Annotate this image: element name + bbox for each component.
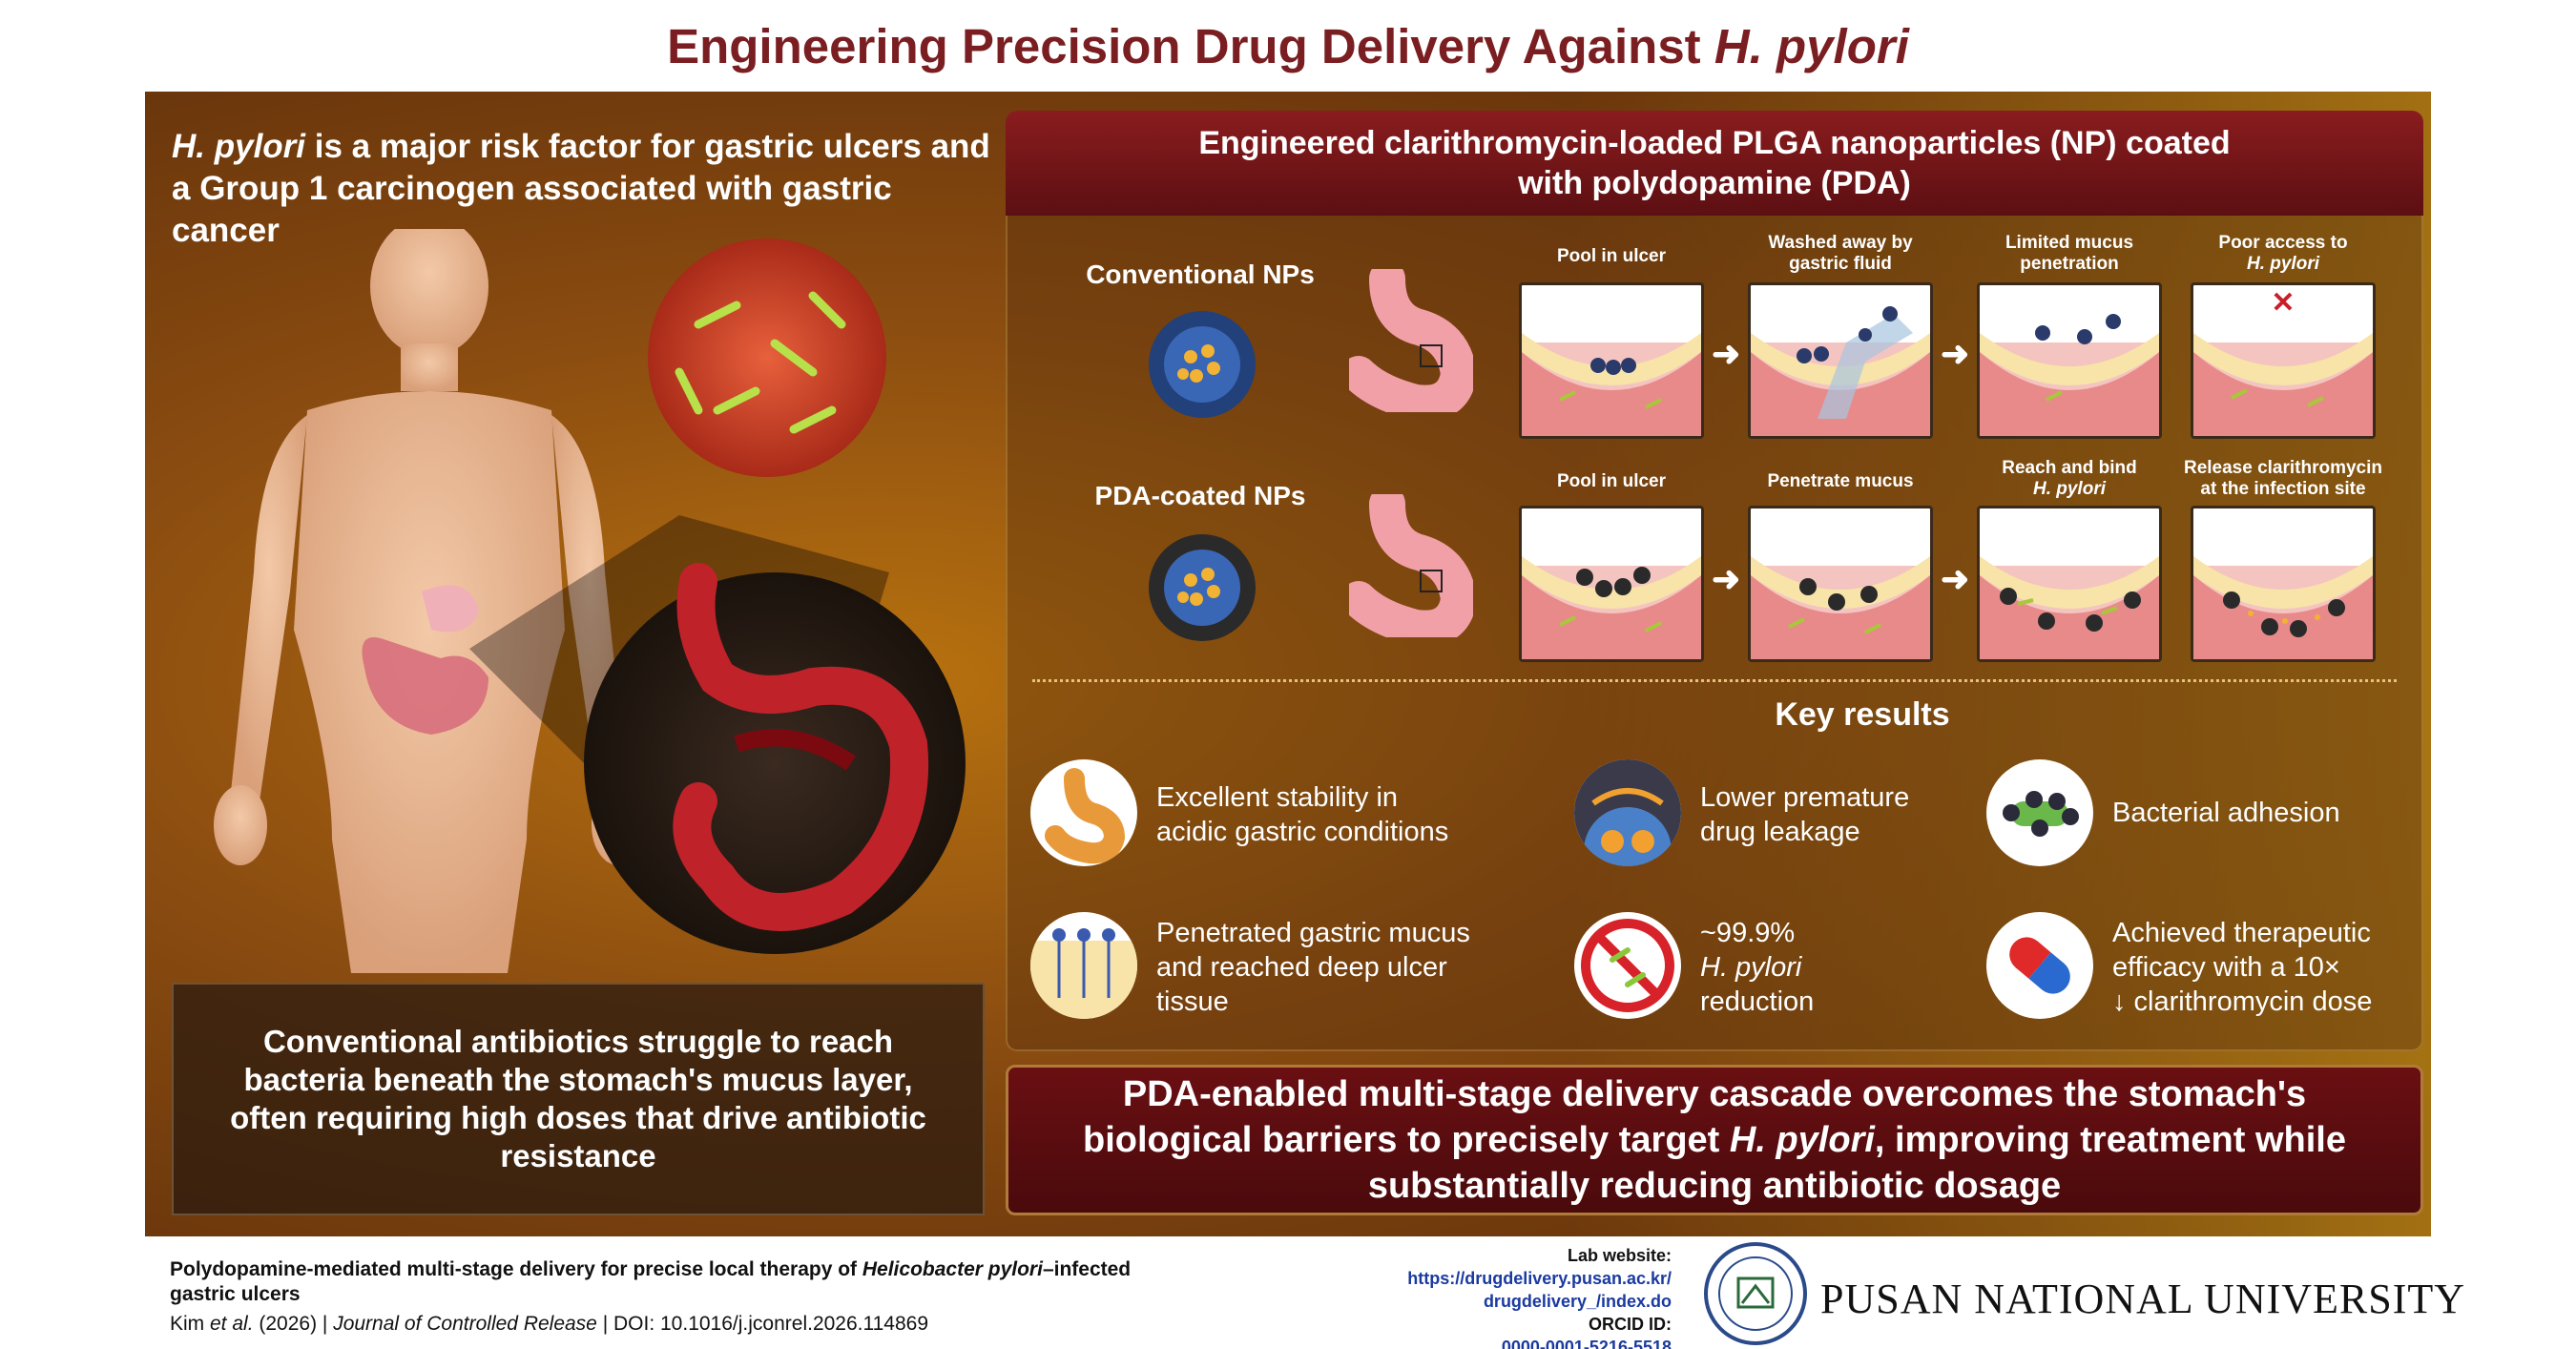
lab-website-link[interactable]: https://drugdelivery.pusan.ac.kr/: [1407, 1269, 1672, 1288]
pda-stage-2-label: Penetrate mucus: [1767, 471, 1914, 491]
stomach-stability-icon: [1030, 759, 1137, 866]
conclusion-box: PDA-enabled multi-stage delivery cascade…: [1006, 1065, 2423, 1215]
conv-stage-2-panel: [1748, 282, 1933, 439]
pda-stage-1-label: Pool in ulcer: [1556, 471, 1667, 491]
lab-website-link-cont[interactable]: drugdelivery_/index.do: [1483, 1292, 1672, 1311]
arrow-icon: ➜: [1712, 334, 1741, 373]
svg-text:✕: ✕: [2271, 287, 2295, 319]
arrow-icon: ➜: [1941, 559, 1970, 598]
arrow-icon: ➜: [1941, 334, 1970, 373]
mucus-penetration-icon: [1030, 912, 1137, 1019]
poster: Engineering Precision Drug Delivery Agai…: [145, 0, 2431, 1236]
page-title: Engineering Precision Drug Delivery Agai…: [667, 18, 1909, 73]
stomach-icon-conventional: [1349, 269, 1473, 412]
university-seal-icon: [1704, 1242, 1807, 1345]
intro-text: H. pylori is a major risk factor for gas…: [172, 128, 990, 249]
citation-line: Kim et al. (2026) | Journal of Controlle…: [170, 1313, 929, 1335]
conventional-np-label: Conventional NPs: [1086, 259, 1315, 289]
conv-stage-1-label: Pool in ulcer: [1556, 246, 1667, 266]
drug-leakage-icon: [1574, 759, 1681, 866]
stomach-icon-pda: [1349, 494, 1473, 637]
conv-stage-1-panel: [1519, 282, 1704, 439]
human-body-illustration: [214, 229, 966, 973]
mechanism-header: Engineered clarithromycin-loaded PLGA na…: [1006, 111, 2423, 216]
capsule-icon: [1986, 912, 2093, 1019]
pda-stage-2-panel: [1748, 506, 1933, 662]
conclusion-text: PDA-enabled multi-stage delivery cascade…: [1082, 1074, 2346, 1206]
lab-website-label: Lab website:: [1567, 1246, 1672, 1265]
conv-stage-4-panel: ✕: [2191, 282, 2376, 439]
pda-stage-4-panel: [2191, 506, 2376, 662]
title-bar: Engineering Precision Drug Delivery Agai…: [145, 0, 2431, 92]
pda-np-label: PDA-coated NPs: [1094, 481, 1306, 510]
pda-stage-3-panel: [1977, 506, 2162, 662]
arrow-icon: ➜: [1712, 559, 1741, 598]
paper-title: Polydopamine-mediated multi-stage delive…: [170, 1258, 1132, 1305]
orcid-label: ORCID ID:: [1589, 1315, 1672, 1334]
pda-np-icon: [1149, 534, 1256, 641]
university-name: PUSAN NATIONAL UNIVERSITY: [1820, 1276, 2466, 1322]
conventional-np-icon: [1149, 311, 1256, 418]
bacterial-adhesion-icon: [1986, 759, 2093, 866]
problem-statement: Conventional antibiotics struggle to rea…: [230, 1024, 926, 1173]
orcid-link[interactable]: 0000-0001-5216-5518: [1501, 1338, 1672, 1349]
section-divider: [1032, 679, 2397, 682]
lab-info: Lab website: https://drugdelivery.pusan.…: [1317, 1244, 1672, 1349]
key-results-title: Key results: [1775, 696, 1950, 733]
pda-stage-1-panel: [1519, 506, 1704, 662]
conv-stage-3-panel: [1977, 282, 2162, 439]
result-3: Bacterial adhesion: [2112, 798, 2340, 828]
no-bacteria-icon: [1574, 912, 1681, 1019]
mechanism-title: Engineered clarithromycin-loaded PLGA na…: [1198, 125, 2231, 201]
problem-statement-box: Conventional antibiotics struggle to rea…: [172, 983, 985, 1215]
